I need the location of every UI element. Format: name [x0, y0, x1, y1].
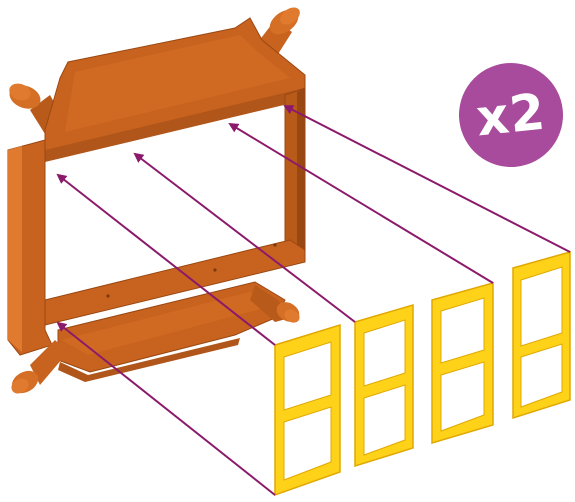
window-pane-1: [275, 325, 340, 495]
orange-frame: [6, 4, 305, 398]
window-pane-4: [513, 252, 570, 418]
window-pane-2: [355, 305, 413, 466]
window-pane-3: [432, 283, 493, 443]
